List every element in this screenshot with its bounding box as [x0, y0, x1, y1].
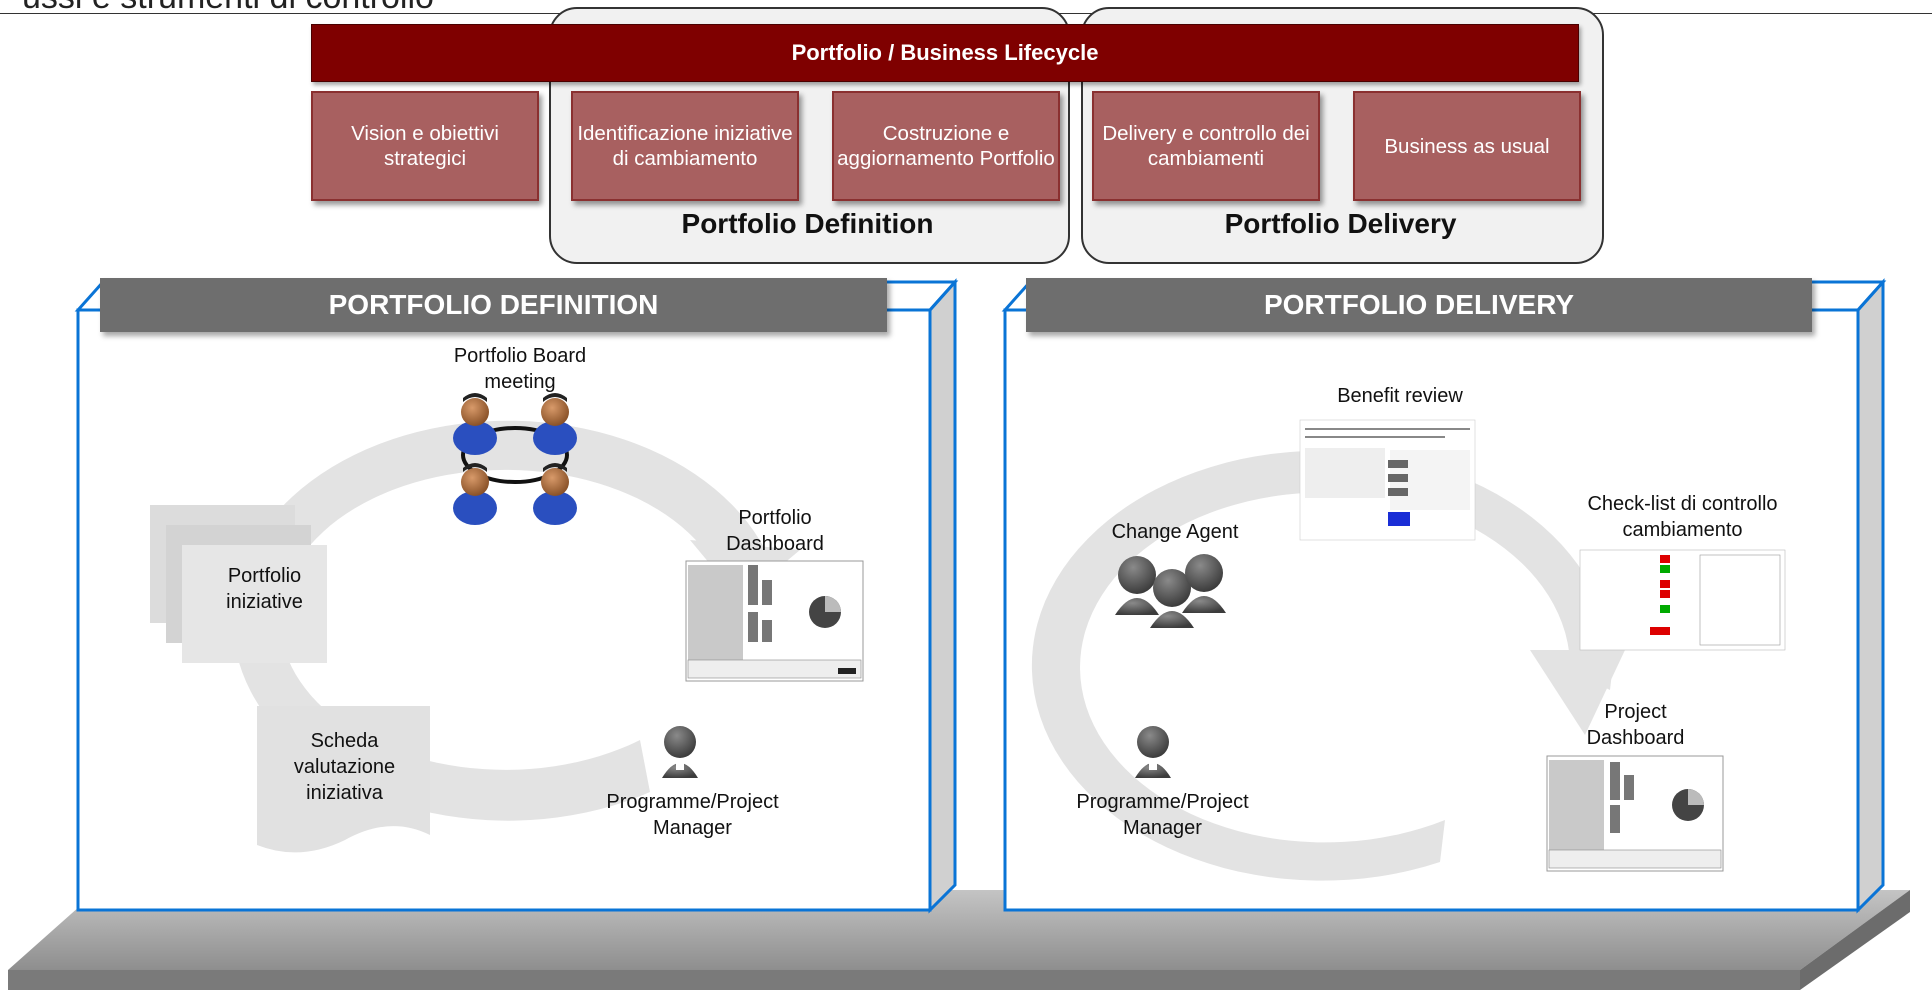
project-dashboard-label: Project Dashboard	[1586, 701, 1685, 749]
page-title: ussi e strumenti di controllo	[22, 0, 434, 17]
definition-panel-header: PORTFOLIO DEFINITION	[100, 278, 887, 332]
checklist-label: Check-list di controllo cambiamento	[1587, 493, 1778, 541]
portfolio-dashboard-label: Portfolio Dashboard	[726, 507, 824, 555]
phase-costruzione: Costruzione e aggiornamento Portfolio	[832, 91, 1060, 201]
manager-label-right: Programme/Project Manager	[1076, 791, 1249, 839]
checklist-thumbnail	[1579, 549, 1786, 651]
benefit-review-label: Benefit review	[1337, 385, 1463, 407]
portfolio-iniziative-label: Portfolio iniziative	[226, 565, 303, 613]
benefit-review-thumbnail	[1299, 419, 1476, 541]
manager-icon-left	[662, 726, 698, 778]
board-meeting-icon	[453, 393, 577, 525]
phase-vision: Vision e obiettivi strategici	[311, 91, 539, 201]
lifecycle-bar: Portfolio / Business Lifecycle	[311, 24, 1579, 82]
scheda-valutazione-label: Scheda valutazione iniziativa	[293, 730, 396, 804]
portfolio-dashboard-thumbnail	[685, 560, 864, 682]
delivery-cycle-arrow	[1031, 450, 1625, 881]
manager-icon-right	[1135, 726, 1171, 778]
group-label-definition: Portfolio Definition	[681, 208, 934, 239]
phase-identificazione: Identificazione iniziative di cambiament…	[571, 91, 799, 201]
board-meeting-label: Portfolio Board meeting	[453, 345, 587, 393]
group-label-delivery: Portfolio Delivery	[1224, 208, 1457, 239]
phase-delivery: Delivery e controllo dei cambiamenti	[1092, 91, 1320, 201]
project-dashboard-thumbnail	[1546, 755, 1724, 872]
iniziative-document-stack	[150, 505, 327, 663]
change-agent-icon	[1115, 554, 1226, 628]
scheda-document	[257, 706, 430, 853]
delivery-panel-header: PORTFOLIO DELIVERY	[1026, 278, 1812, 332]
change-agent-label: Change Agent	[1111, 521, 1239, 543]
manager-label-left: Programme/Project Manager	[606, 791, 779, 839]
phase-business-as-usual: Business as usual	[1353, 91, 1581, 201]
